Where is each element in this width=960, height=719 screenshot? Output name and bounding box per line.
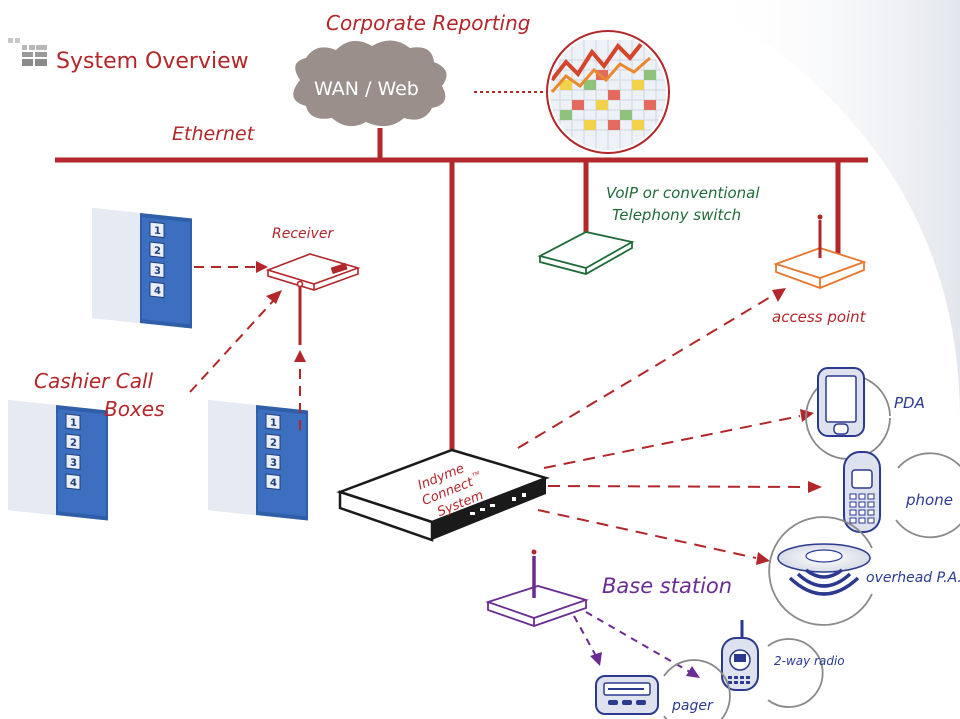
voip-label-line1: VoIP or conventional — [606, 184, 760, 202]
call-box-key-1: 1 — [154, 226, 161, 238]
indyme-connect-system-icon — [336, 448, 550, 542]
two-way-radio-icon — [721, 620, 824, 708]
call-box-key-2: 2 — [270, 438, 277, 450]
indyme-label-tm: TM — [472, 470, 482, 479]
pager-icon — [595, 659, 731, 719]
call-box-key-4: 4 — [70, 478, 77, 490]
call-box-icon: 1 2 3 4 — [92, 207, 192, 329]
access-point-label: access point — [772, 308, 867, 326]
call-box-icon: 1 2 3 4 — [8, 400, 108, 521]
call-box-key-1: 1 — [270, 418, 277, 430]
call-box-key-2: 2 — [154, 246, 161, 258]
call-box-key-3: 3 — [70, 458, 77, 470]
access-point-icon — [773, 214, 867, 289]
receiver-icon — [265, 253, 361, 345]
device-arrowheads — [756, 288, 822, 565]
indyme-device-links — [517, 295, 809, 559]
wan-cloud-icon — [293, 40, 447, 127]
corporate-reporting-label: Corporate Reporting — [326, 11, 530, 35]
pda-label: PDA — [894, 394, 925, 412]
two-way-radio-label: 2-way radio — [774, 654, 845, 668]
phone-label: phone — [905, 491, 953, 509]
ethernet-backbone — [55, 128, 868, 455]
call-box-key-2: 2 — [70, 438, 77, 450]
phone-icon — [843, 451, 960, 539]
overhead-pa-icon — [768, 516, 873, 626]
call-box-key-3: 3 — [154, 266, 161, 278]
voip-label-line2: Telephony switch — [612, 206, 741, 224]
call-box-key-3: 3 — [270, 458, 277, 470]
call-box-key-4: 4 — [154, 286, 161, 298]
receiver-label: Receiver — [272, 226, 334, 242]
cashier-label-line1: Cashier Call — [34, 369, 154, 393]
background-swoosh — [700, 0, 960, 420]
call-box-icon: 1 2 3 4 — [208, 400, 308, 521]
wan-label: WAN / Web — [314, 78, 419, 100]
call-box-receiver-links — [189, 266, 301, 430]
cashier-label-line2: Boxes — [104, 397, 165, 421]
base-station-label: Base station — [602, 574, 732, 598]
corporate-report-chart-icon — [546, 30, 670, 154]
telephony-switch-icon — [537, 231, 635, 275]
base-station-links — [573, 611, 691, 673]
page-title: System Overview — [56, 49, 249, 74]
overhead-pa-label: overhead P.A. — [866, 570, 960, 586]
pda-icon — [805, 367, 891, 460]
pager-label: pager — [671, 698, 714, 714]
title-icon — [8, 38, 47, 66]
arrowheads — [256, 261, 306, 362]
base-station-icon — [485, 549, 589, 627]
call-box-key-1: 1 — [70, 418, 77, 430]
ethernet-label: Ethernet — [172, 123, 256, 145]
base-station-arrowheads — [590, 652, 700, 678]
call-box-key-4: 4 — [270, 478, 277, 490]
